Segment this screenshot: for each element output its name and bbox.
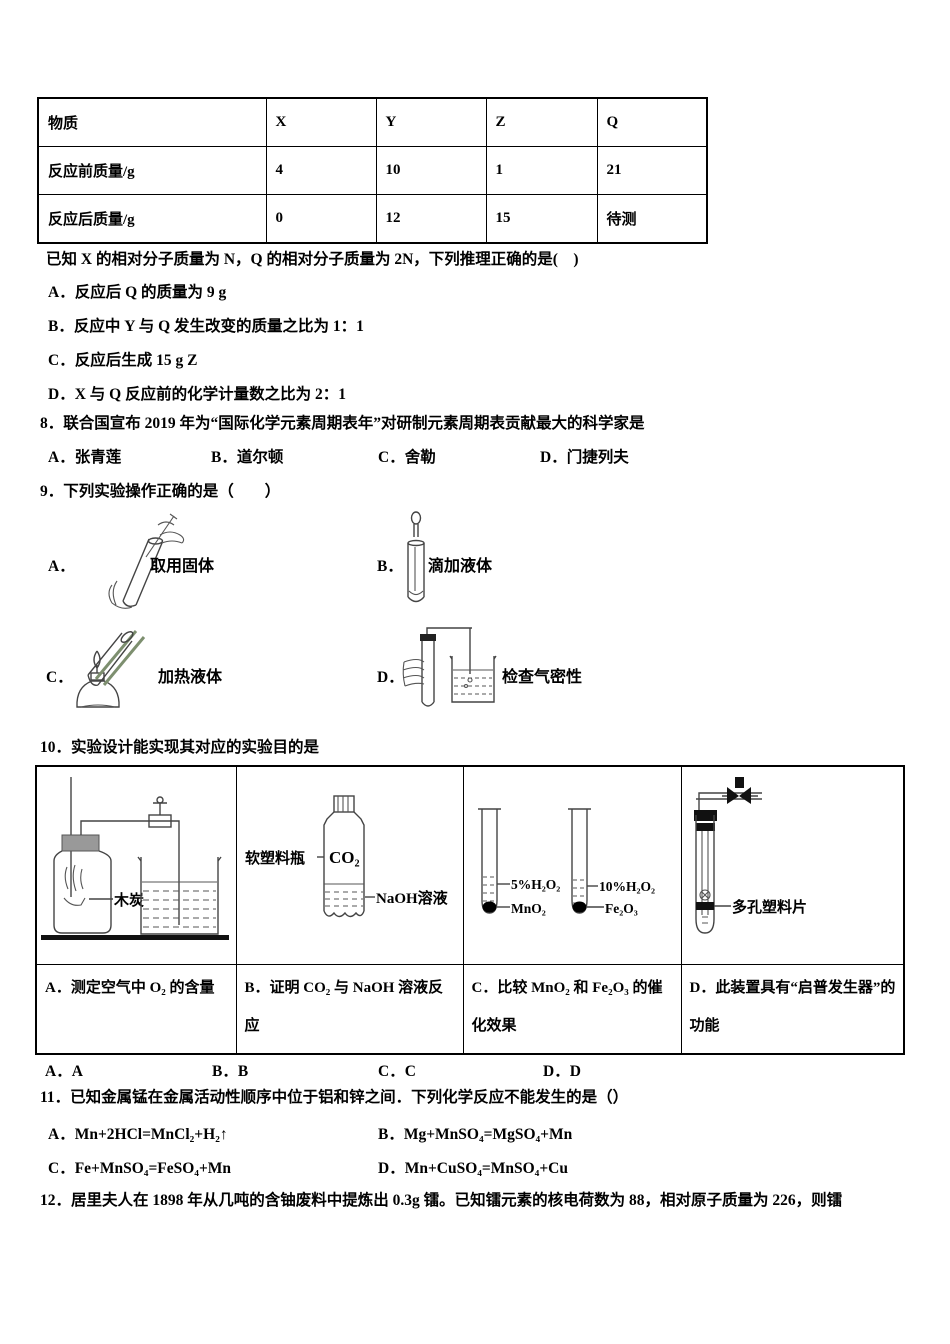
table-cell: 4 [265,146,377,195]
q8-option-a: A．张青莲 [48,449,122,466]
table-row: 物质 X Y Z Q [37,97,708,147]
q7-option-c: C．反应后生成 15 g Z [48,352,198,369]
svg-text:10%H₂O₂: 10%H₂O₂ [599,879,655,894]
table-cell: Z [485,97,598,147]
table-cell: X [265,97,377,147]
q9-caption-a: 取用固体 [150,558,215,575]
table-cell: 0 [265,194,377,244]
svg-text:多孔塑料片: 多孔塑料片 [732,898,807,916]
q11-option-d: D．Mn+CuSO₄=MnSO₄+Cu [378,1160,568,1177]
q11-stem: 11．已知金属锰在金属活动性顺序中位于铝和锌之间．下列化学反应不能发生的是（） [40,1089,629,1106]
q8-option-c: C．舍勒 [378,449,436,466]
experiment-table: 木炭 [35,765,905,1055]
q7-option-d: D．X 与 Q 反应前的化学计量数之比为 2：1 [48,386,346,403]
purpose-cell-c: C．比较 MnO₂ 和 Fe₂O₃ 的催化效果 [462,964,682,1055]
diagram-cell-b: CO₂ 软塑料瓶 NaOH溶液 [235,765,464,965]
kipp-generator-diagram: 多孔塑料片 [693,777,807,934]
table-row: 木炭 [35,765,905,965]
q8-option-d: D．门捷列夫 [540,449,629,466]
q10-answer-b: B．B [212,1063,249,1080]
svg-text:NaOH溶液: NaOH溶液 [376,889,449,907]
table-cell: 12 [375,194,487,244]
q10-answer-d: D．D [543,1063,581,1080]
q9-label-a: A． [48,558,75,575]
table-cell: 待测 [596,194,708,244]
table-cell: 物质 [37,97,267,147]
svg-text:CO₂: CO₂ [329,848,360,867]
table-cell: 反应后质量/g [37,194,267,244]
q7-option-b: B．反应中 Y 与 Q 发生改变的质量之比为 1：1 [48,318,364,335]
table-cell: Y [375,97,487,147]
heat-liquid-diagram [76,630,146,708]
table-cell: 10 [375,146,487,195]
diagram-cell-a: 木炭 [35,765,237,965]
q10-stem: 10．实验设计能实现其对应的实验目的是 [40,739,320,756]
q10-answer-c: C．C [378,1063,416,1080]
q9-label-d: D． [377,669,404,686]
table-cell: 15 [485,194,598,244]
svg-text:Fe₂O₃: Fe₂O₃ [605,901,638,916]
q9-caption-d: 检查气密性 [502,669,583,686]
q12-stem: 12．居里夫人在 1898 年从几吨的含铀废料中提炼出 0.3g 镭。已知镭元素… [40,1192,843,1209]
q9-caption-c: 加热液体 [158,669,223,686]
q8-stem: 8．联合国宣布 2019 年为“国际化学元素周期表年”对研制元素周期表贡献最大的… [40,415,645,432]
take-solid-diagram [108,513,185,609]
q9-label-c: C． [46,669,73,686]
q11-option-a: A．Mn+2HCl=MnCl₂+H₂↑ [48,1126,228,1143]
q11-option-b: B．Mg+MnSO₄=MgSO₄+Mn [378,1126,573,1143]
mass-table: 物质 X Y Z Q 反应前质量/g 4 10 1 21 反应后质量/g 0 1… [37,97,708,244]
catalyst-tubes-diagram: 5%H₂O₂ MnO₂ 10%H₂O₂ Fe₂O₃ [477,808,655,916]
table-row: 反应后质量/g 0 12 15 待测 [37,194,708,244]
q8-option-b: B．道尔顿 [211,449,284,466]
table-row: A．测定空气中 O₂ 的含量 B．证明 CO₂ 与 NaOH 溶液反应 C．比较… [35,964,905,1055]
purpose-cell-d: D．此装置具有“启普发生器”的功能 [680,964,905,1055]
q7-option-a: A．反应后 Q 的质量为 9 g [48,284,227,301]
q9-caption-b: 滴加液体 [428,558,493,575]
purpose-cell-b: B．证明 CO₂ 与 NaOH 溶液反应 [235,964,464,1055]
drop-liquid-diagram [407,511,425,603]
svg-text:MnO₂: MnO₂ [511,901,546,916]
table-row: 反应前质量/g 4 10 1 21 [37,146,708,195]
q9-stem: 9．下列实验操作正确的是（ ） [40,483,281,500]
svg-text:5%H₂O₂: 5%H₂O₂ [511,877,560,892]
q9-label-b: B． [377,558,403,575]
diagram-cell-c: 5%H₂O₂ MnO₂ 10%H₂O₂ Fe₂O₃ [462,765,682,965]
check-airtight-diagram [402,627,497,707]
q11-option-c: C．Fe+MnSO₄=FeSO₄+Mn [48,1160,232,1177]
q7-stem: 已知 X 的相对分子质量为 N，Q 的相对分子质量为 2N，下列推理正确的是( … [46,251,579,268]
table-cell: Q [596,97,708,147]
charcoal-bottle-diagram: 木炭 [41,777,229,940]
svg-text:木炭: 木炭 [113,891,144,909]
diagram-cell-d: 多孔塑料片 [680,765,905,965]
q10-answer-a: A．A [45,1063,83,1080]
table-cell: 21 [596,146,708,195]
plastic-bottle-diagram: CO₂ 软塑料瓶 NaOH溶液 [245,795,449,918]
table-cell: 1 [485,146,598,195]
purpose-cell-a: A．测定空气中 O₂ 的含量 [35,964,237,1055]
table-cell: 反应前质量/g [37,146,267,195]
svg-text:软塑料瓶: 软塑料瓶 [245,849,305,867]
